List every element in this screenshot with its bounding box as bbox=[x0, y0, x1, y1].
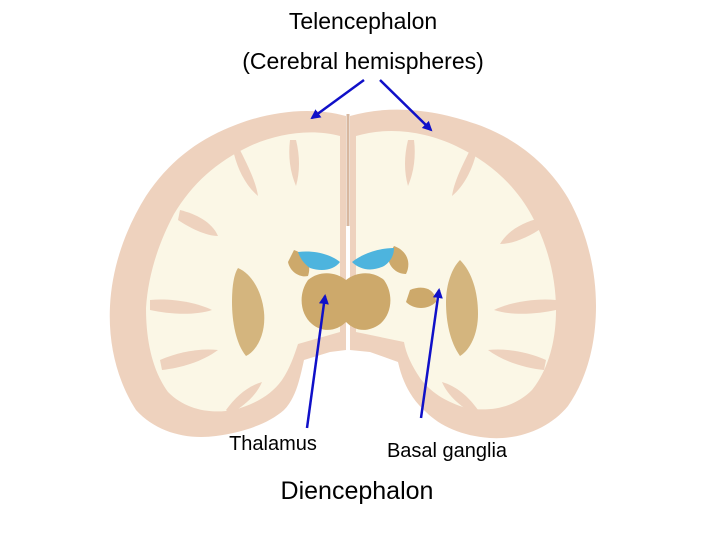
title-cerebral-hemispheres: (Cerebral hemispheres) bbox=[242, 48, 484, 74]
title-telencephalon: Telencephalon bbox=[288, 8, 438, 34]
label-basal-ganglia: Basal ganglia bbox=[386, 440, 508, 462]
lateral-ventricle-left bbox=[298, 251, 340, 270]
pointer-arrows bbox=[305, 78, 443, 429]
label-thalamus: Thalamus bbox=[229, 433, 317, 455]
basal-ganglia-region bbox=[232, 246, 478, 356]
arrow-basal-ganglia bbox=[419, 288, 443, 419]
brain-section bbox=[109, 109, 596, 439]
lateral-ventricle-right bbox=[352, 248, 394, 270]
arrow-telencephalon-left bbox=[310, 78, 365, 120]
arrow-thalamus bbox=[305, 294, 329, 429]
thalamus-region bbox=[301, 273, 391, 330]
arrow-telencephalon-right bbox=[379, 79, 433, 132]
gyri bbox=[150, 140, 556, 414]
label-diencephalon: Diencephalon bbox=[280, 477, 434, 505]
